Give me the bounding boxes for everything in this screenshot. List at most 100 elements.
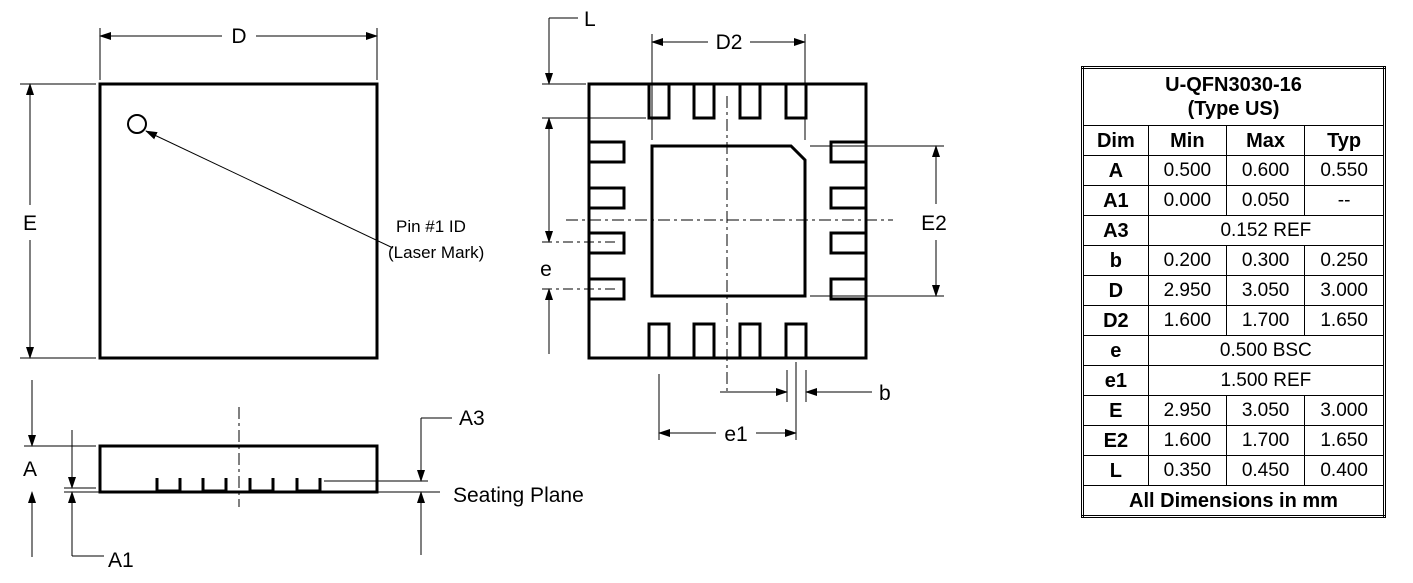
e2-label: E2 <box>921 212 947 235</box>
left-pad-1 <box>590 140 626 164</box>
d-label: D <box>231 25 246 48</box>
table-cell-dim: b <box>1082 245 1149 276</box>
side-lead-row <box>155 478 322 493</box>
right-pad-row <box>829 140 865 301</box>
table-cell-typ: 0.250 <box>1304 245 1385 276</box>
exposed-pad <box>650 144 807 298</box>
table-cell-max: 1.700 <box>1225 425 1306 456</box>
table-cell-dim: E <box>1082 395 1149 426</box>
d2-label: D2 <box>716 31 743 54</box>
table-header-dim: Dim <box>1082 125 1149 156</box>
table-cell-max: 0.300 <box>1225 245 1306 276</box>
pin1-id-label: Pin #1 ID <box>396 217 466 236</box>
top-view: Pin #1 ID (Laser Mark) D E <box>20 25 484 360</box>
table-cell-dim: A1 <box>1082 185 1149 216</box>
table-cell-max: 0.050 <box>1225 185 1306 216</box>
table-cell-min: 2.950 <box>1147 275 1227 306</box>
e-pitch-label: e <box>540 258 552 281</box>
pin1-laser-mark-label: (Laser Mark) <box>388 243 484 262</box>
table-cell-dim: D2 <box>1082 305 1149 336</box>
right-pad-3 <box>829 231 865 255</box>
table-cell-span-value: 1.500 REF <box>1147 365 1386 396</box>
top-pad-2 <box>692 85 716 120</box>
table-cell-dim: L <box>1082 455 1149 486</box>
top-pad-4 <box>784 85 808 120</box>
a1-label: A1 <box>108 549 134 572</box>
pin1-marker-circle <box>127 114 147 134</box>
top-pad-row <box>647 85 808 120</box>
table-header-max: Max <box>1225 125 1306 156</box>
a3-label: A3 <box>459 407 485 430</box>
right-pad-2 <box>829 186 865 210</box>
table-cell-min: 0.200 <box>1147 245 1227 276</box>
side-lead-4 <box>295 478 322 493</box>
bottom-pad-2 <box>692 322 716 357</box>
table-title: U-QFN3030-16 (Type US) <box>1082 67 1385 126</box>
table-cell-min: 0.000 <box>1147 185 1227 216</box>
table-title-line1: U-QFN3030-16 <box>1165 74 1302 96</box>
e-label: E <box>23 212 37 235</box>
table-cell-dim: e <box>1082 335 1149 366</box>
table-cell-typ: 3.000 <box>1304 395 1385 426</box>
package-body-top <box>98 82 379 360</box>
table-cell-min: 0.350 <box>1147 455 1227 486</box>
package-outline-drawing: Pin #1 ID (Laser Mark) D E A3 Seating Pl <box>20 8 947 572</box>
bottom-view: L e D2 E2 e1 b <box>540 8 947 446</box>
side-lead-2 <box>201 478 228 493</box>
table-cell-min: 0.500 <box>1147 155 1227 186</box>
table-cell-max: 3.050 <box>1225 275 1306 306</box>
table-cell-max: 0.450 <box>1225 455 1306 486</box>
table-cell-max: 0.600 <box>1225 155 1306 186</box>
bottom-pad-row <box>647 322 808 357</box>
left-pad-2 <box>590 186 626 210</box>
right-pad-1 <box>829 140 865 164</box>
table-footer-row: All Dimensions in mm <box>1082 485 1385 517</box>
left-pad-row <box>590 140 626 301</box>
table-header-typ: Typ <box>1304 125 1385 156</box>
table-title-line2: (Type US) <box>1187 98 1280 120</box>
table-cell-span-value: 0.500 BSC <box>1147 335 1386 366</box>
left-pad-3 <box>590 231 626 255</box>
left-pad-4 <box>590 277 626 301</box>
table-cell-min: 1.600 <box>1147 305 1227 336</box>
table-cell-typ: 1.650 <box>1304 425 1385 456</box>
top-pad-3 <box>738 85 762 120</box>
table-header-row: Dim Min Max Typ <box>1082 125 1385 156</box>
dimensions-table: U-QFN3030-16 (Type US) Dim Min Max Typ A… <box>1081 66 1386 518</box>
table-cell-dim: A3 <box>1082 215 1149 246</box>
side-lead-1 <box>155 478 182 493</box>
table-cell-max: 1.700 <box>1225 305 1306 336</box>
b-label: b <box>879 382 891 405</box>
pin1-leader-line <box>145 130 394 249</box>
table-cell-typ: 1.650 <box>1304 305 1385 336</box>
a-label: A <box>23 458 37 481</box>
table-cell-max: 3.050 <box>1225 395 1306 426</box>
top-pad-1 <box>647 85 671 120</box>
table-cell-min: 2.950 <box>1147 395 1227 426</box>
table-cell-typ: 0.400 <box>1304 455 1385 486</box>
table-cell-dim: D <box>1082 275 1149 306</box>
l-label: L <box>584 8 596 31</box>
side-view: A3 Seating Plane A A1 <box>23 380 584 572</box>
table-cell-typ: 3.000 <box>1304 275 1385 306</box>
bottom-pad-4 <box>784 322 808 357</box>
right-pad-4 <box>829 277 865 301</box>
table-cell-dim: e1 <box>1082 365 1149 396</box>
e1-label: e1 <box>724 423 747 446</box>
table-footer: All Dimensions in mm <box>1082 485 1385 517</box>
table-cell-typ: 0.550 <box>1304 155 1385 186</box>
table-title-row: U-QFN3030-16 (Type US) <box>1082 67 1385 126</box>
table-cell-dim: A <box>1082 155 1149 186</box>
table-cell-min: 1.600 <box>1147 425 1227 456</box>
